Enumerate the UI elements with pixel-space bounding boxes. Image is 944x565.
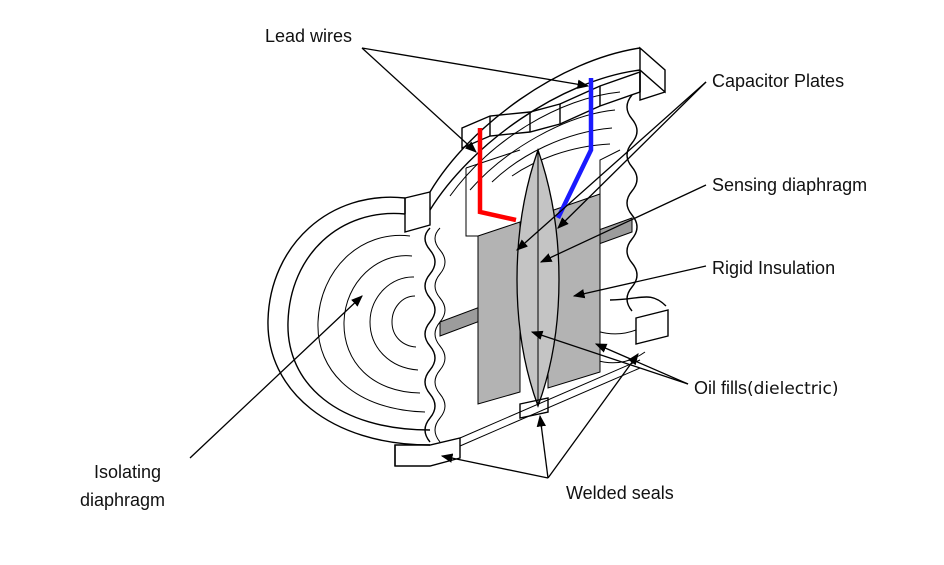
- label-welded-seals: Welded seals: [566, 483, 674, 503]
- rigid-insulation-left: [477, 221, 521, 405]
- label-oil-fills: Oil fills(dielectric): [694, 378, 839, 399]
- label-oil-fills-paren: (dielectric): [747, 379, 839, 399]
- label-isolating-line1: Isolating: [94, 462, 161, 482]
- leader-isolating-diaphragm: [189, 295, 363, 459]
- lead-wire-right: [555, 78, 594, 219]
- leader-capacitor-plates: [516, 81, 707, 251]
- leader-lead-wires: [361, 47, 590, 153]
- leader-rigid-insulation: [572, 265, 707, 299]
- label-capacitor-plates: Capacitor Plates: [712, 71, 844, 91]
- leader-oil-fills: [530, 330, 689, 385]
- label-lead-wires: Lead wires: [265, 26, 352, 46]
- leader-welded-seals: [440, 353, 639, 479]
- leader-sensing-diaphragm: [539, 184, 707, 263]
- lead-wire-left: [477, 128, 517, 223]
- label-isolating-line2: diaphragm: [80, 490, 165, 510]
- housing-left-rings: [267, 191, 461, 467]
- label-oil-fills-main: Oil fills: [694, 378, 747, 398]
- label-sensing-diaphragm: Sensing diaphragm: [712, 175, 867, 195]
- label-rigid-insulation: Rigid Insulation: [712, 258, 835, 278]
- isolating-diaphragm-right: [626, 94, 638, 312]
- isolating-diaphragm-left: [424, 227, 436, 443]
